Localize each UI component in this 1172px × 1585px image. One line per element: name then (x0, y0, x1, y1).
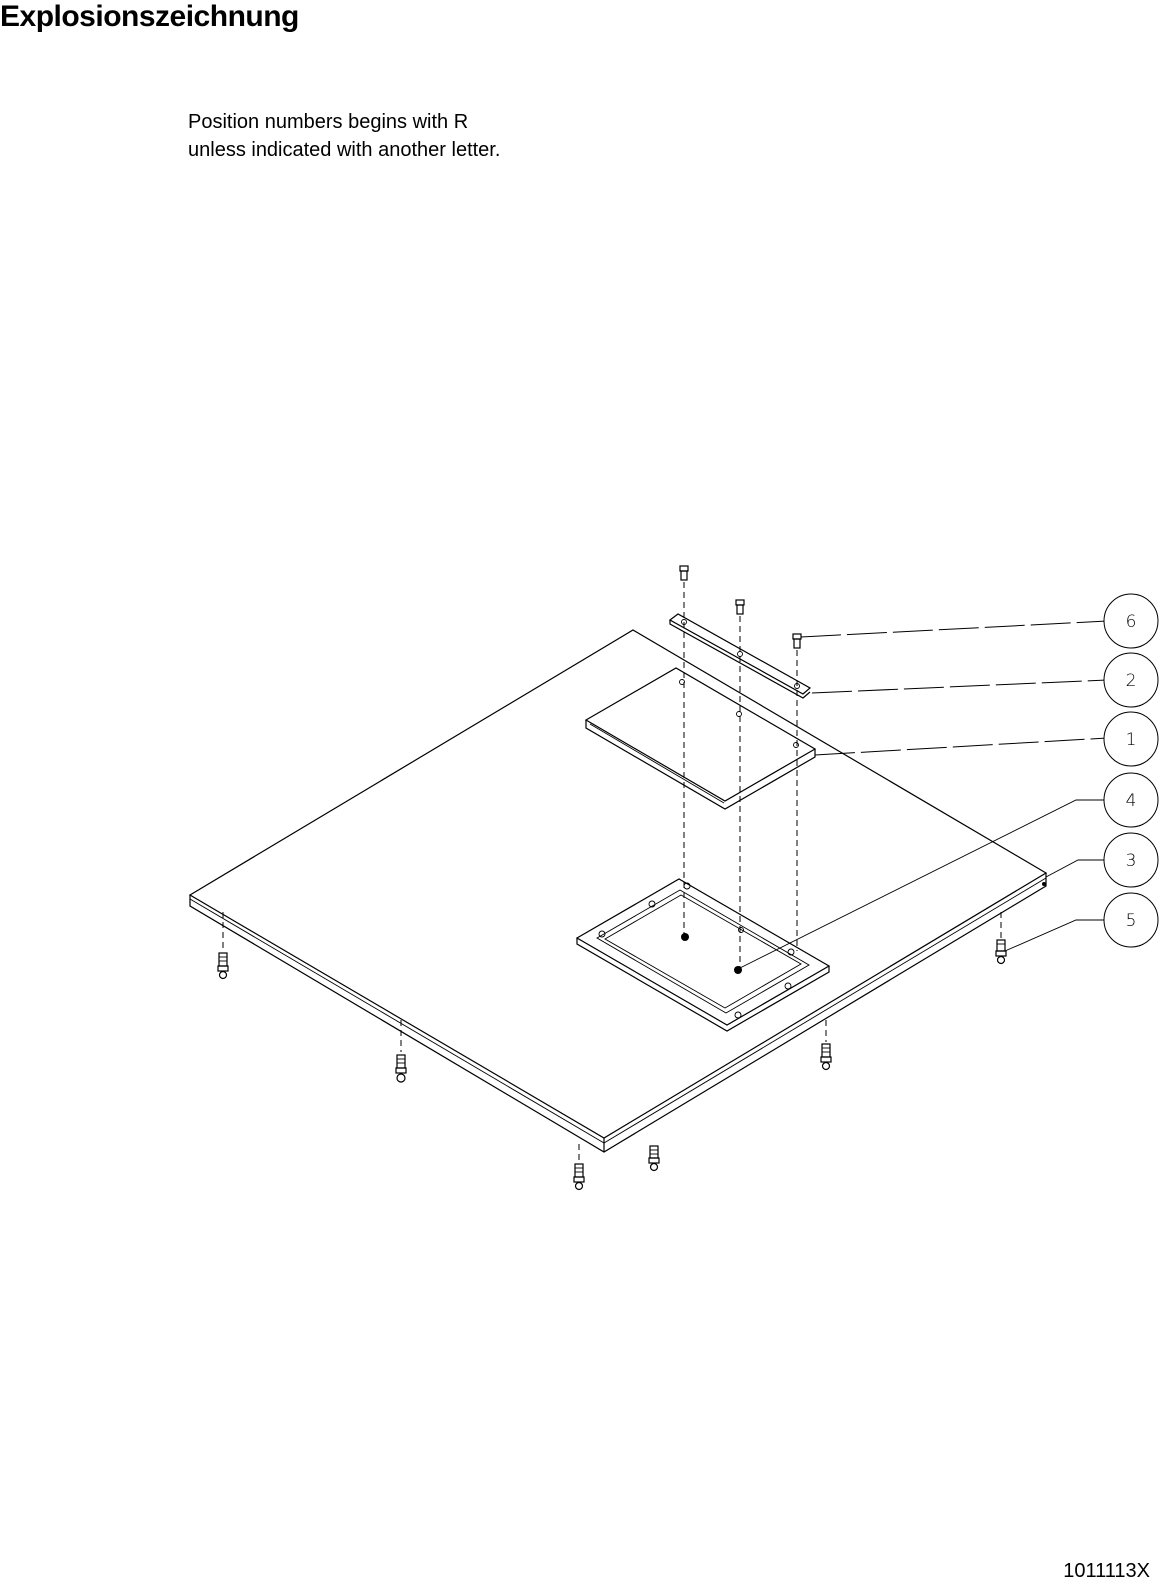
foot-bolt (573, 1163, 585, 1191)
position-note: Position numbers begins with R unless in… (188, 108, 500, 164)
callout-6: 6 (1103, 593, 1159, 649)
callout-bubbles: 6 2 1 4 3 5 (1103, 593, 1159, 948)
callout-3: 3 (1103, 832, 1159, 888)
callout-3-label: 3 (1126, 851, 1137, 871)
document-number: 1011113X (1063, 1560, 1150, 1582)
leader-lines (739, 620, 1108, 969)
strap-bar (668, 613, 812, 699)
callout-5: 5 (1103, 892, 1159, 948)
foot-bolt (995, 939, 1007, 965)
cover-plate (584, 667, 817, 810)
callout-1-label: 1 (1126, 730, 1137, 750)
foot-bolt (648, 1145, 660, 1172)
callout-4: 4 (1103, 772, 1159, 828)
callout-4-label: 4 (1126, 791, 1137, 811)
top-screws (679, 565, 802, 649)
callout-6-label: 6 (1126, 612, 1137, 632)
callout-2: 2 (1103, 652, 1159, 708)
callout-1: 1 (1103, 711, 1159, 767)
foot-bolt (395, 1054, 407, 1083)
position-note-line-2: unless indicated with another letter. (188, 139, 501, 161)
feet-bolts (217, 939, 1007, 1191)
foot-bolt (820, 1043, 832, 1071)
assembly-axes (222, 582, 1002, 1162)
callout-5-label: 5 (1126, 911, 1137, 931)
position-note-line-1: Position numbers begins with R (188, 111, 469, 133)
foot-bolt (217, 952, 229, 980)
base-plate (188, 629, 1048, 1153)
page-title: Explosionszeichnung (0, 0, 299, 33)
mounting-frame (575, 878, 831, 1032)
callout-2-label: 2 (1126, 671, 1137, 691)
